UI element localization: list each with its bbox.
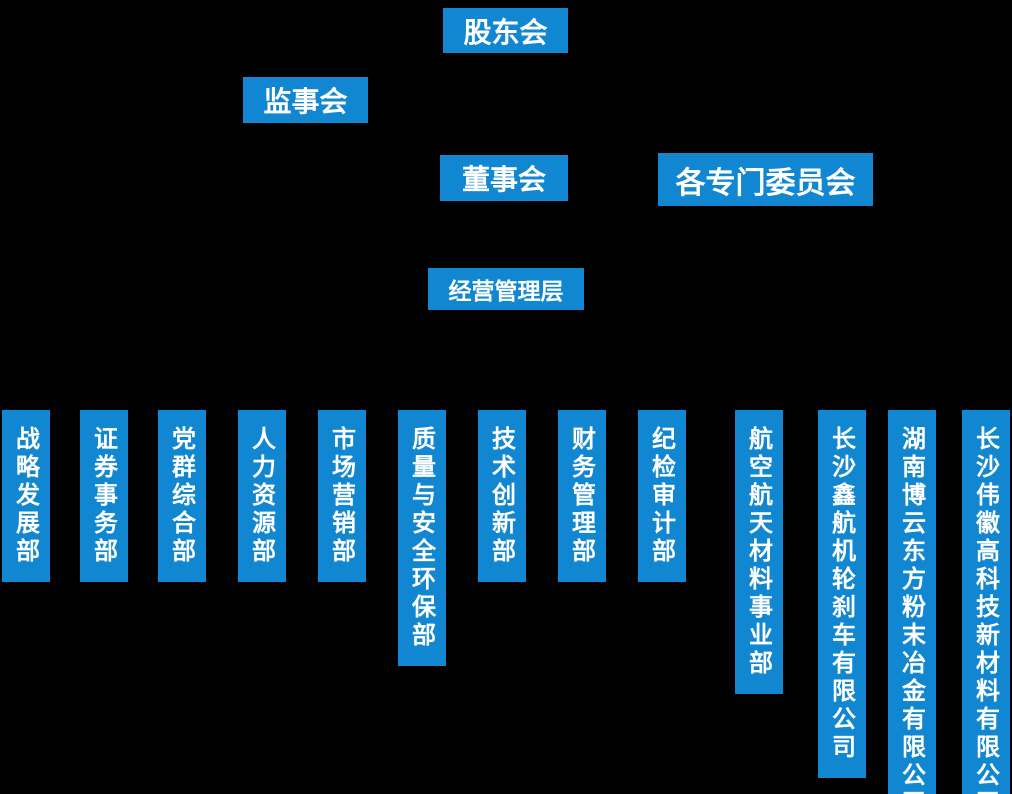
dept-discipline-audit: 纪检审计部 [638,410,686,582]
dept-securities-affairs: 证券事务部 [80,410,128,582]
dept-aerospace-materials-division: 航空航天材料事业部 [735,410,783,694]
dept-quality-safety-environment: 质量与安全环保部 [398,410,446,666]
dept-marketing: 市场营销部 [318,410,366,582]
node-board-of-directors: 董事会 [440,155,568,201]
node-supervisory-board: 监事会 [243,77,368,123]
subsidiary-xinhang-wheel-brake: 长沙鑫航机轮刹车有限公司 [818,410,866,778]
node-shareholders-meeting: 股东会 [443,8,568,53]
dept-financial-management: 财务管理部 [558,410,606,582]
dept-human-resources: 人力资源部 [238,410,286,582]
dept-strategic-development: 战略发展部 [2,410,50,582]
dept-party-masses: 党群综合部 [158,410,206,582]
node-management-layer: 经营管理层 [428,268,584,310]
dept-technology-innovation: 技术创新部 [478,410,526,582]
subsidiary-weihui-hightech-materials: 长沙伟徽高科技新材料有限公司 [962,410,1010,794]
node-special-committees: 各专门委员会 [658,153,873,206]
subsidiary-boyun-dongfang-powder-metallurgy: 湖南博云东方粉末冶金有限公司 [888,410,936,794]
